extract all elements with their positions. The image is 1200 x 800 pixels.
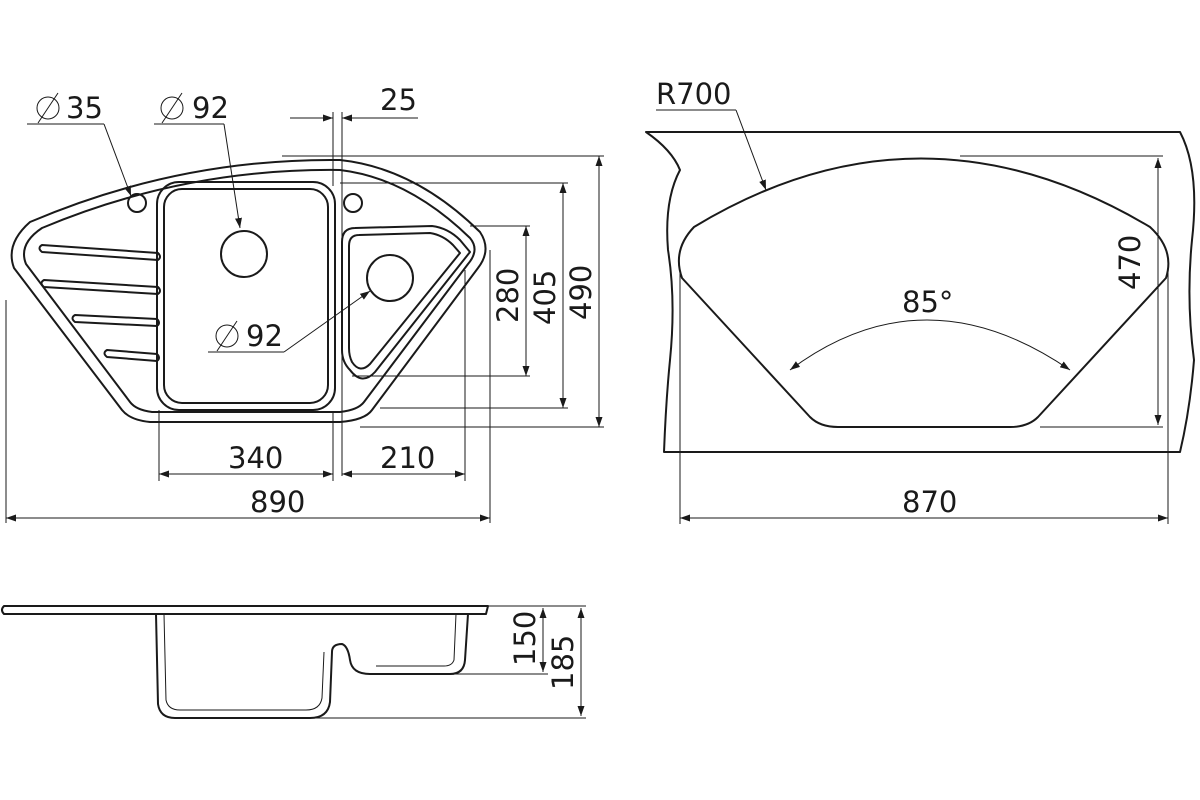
drain-groove-3 [71, 314, 160, 327]
label-width-870: 870 [902, 485, 957, 519]
cutout-shape [678, 157, 1170, 428]
label-gap-25: 25 [380, 83, 417, 117]
small-bowl-inner [348, 232, 461, 370]
tap-hole-right [343, 193, 363, 213]
label-width-890: 890 [250, 485, 305, 519]
label-height-405: 405 [528, 270, 562, 325]
small-bowl [341, 225, 471, 380]
angle-arc [789, 319, 1071, 371]
label-angle: 85° [902, 285, 953, 319]
drain-groove-2 [40, 279, 161, 295]
label-height-490: 490 [564, 265, 598, 320]
drain-groove-1 [38, 244, 161, 261]
dia-symbol-icon [215, 320, 239, 352]
countertop-outline [645, 131, 1196, 453]
label-depth-150: 150 [508, 611, 542, 666]
side-view: 150 185 [1, 605, 586, 719]
side-rim [1, 605, 489, 615]
drain-groove-4 [103, 349, 160, 362]
main-bowl [156, 181, 336, 411]
dia-symbol-icon [36, 92, 60, 124]
main-bowl-inner [163, 188, 329, 404]
label-dia-35: 35 [66, 91, 103, 125]
tap-hole-left [127, 193, 147, 213]
label-dia-92-top: 92 [192, 91, 229, 125]
label-dia-92-small: 92 [246, 319, 283, 353]
label-depth-185: 185 [546, 635, 580, 690]
sink-inner-outline [23, 168, 476, 413]
cutout-view: R700 85° 470 870 [645, 77, 1196, 524]
sink-outer-outline [10, 158, 487, 423]
top-view: 35 92 92 25 280 405 490 [5, 83, 604, 523]
label-height-280: 280 [491, 268, 525, 323]
drain-hole-small [366, 254, 414, 302]
label-width-340: 340 [228, 441, 283, 475]
drain-hole-main [220, 230, 268, 278]
label-radius: R700 [656, 77, 732, 111]
label-width-210: 210 [380, 441, 435, 475]
label-height-470: 470 [1113, 235, 1147, 290]
side-bowl-inner [163, 613, 457, 711]
dia-symbol-icon [160, 92, 184, 124]
